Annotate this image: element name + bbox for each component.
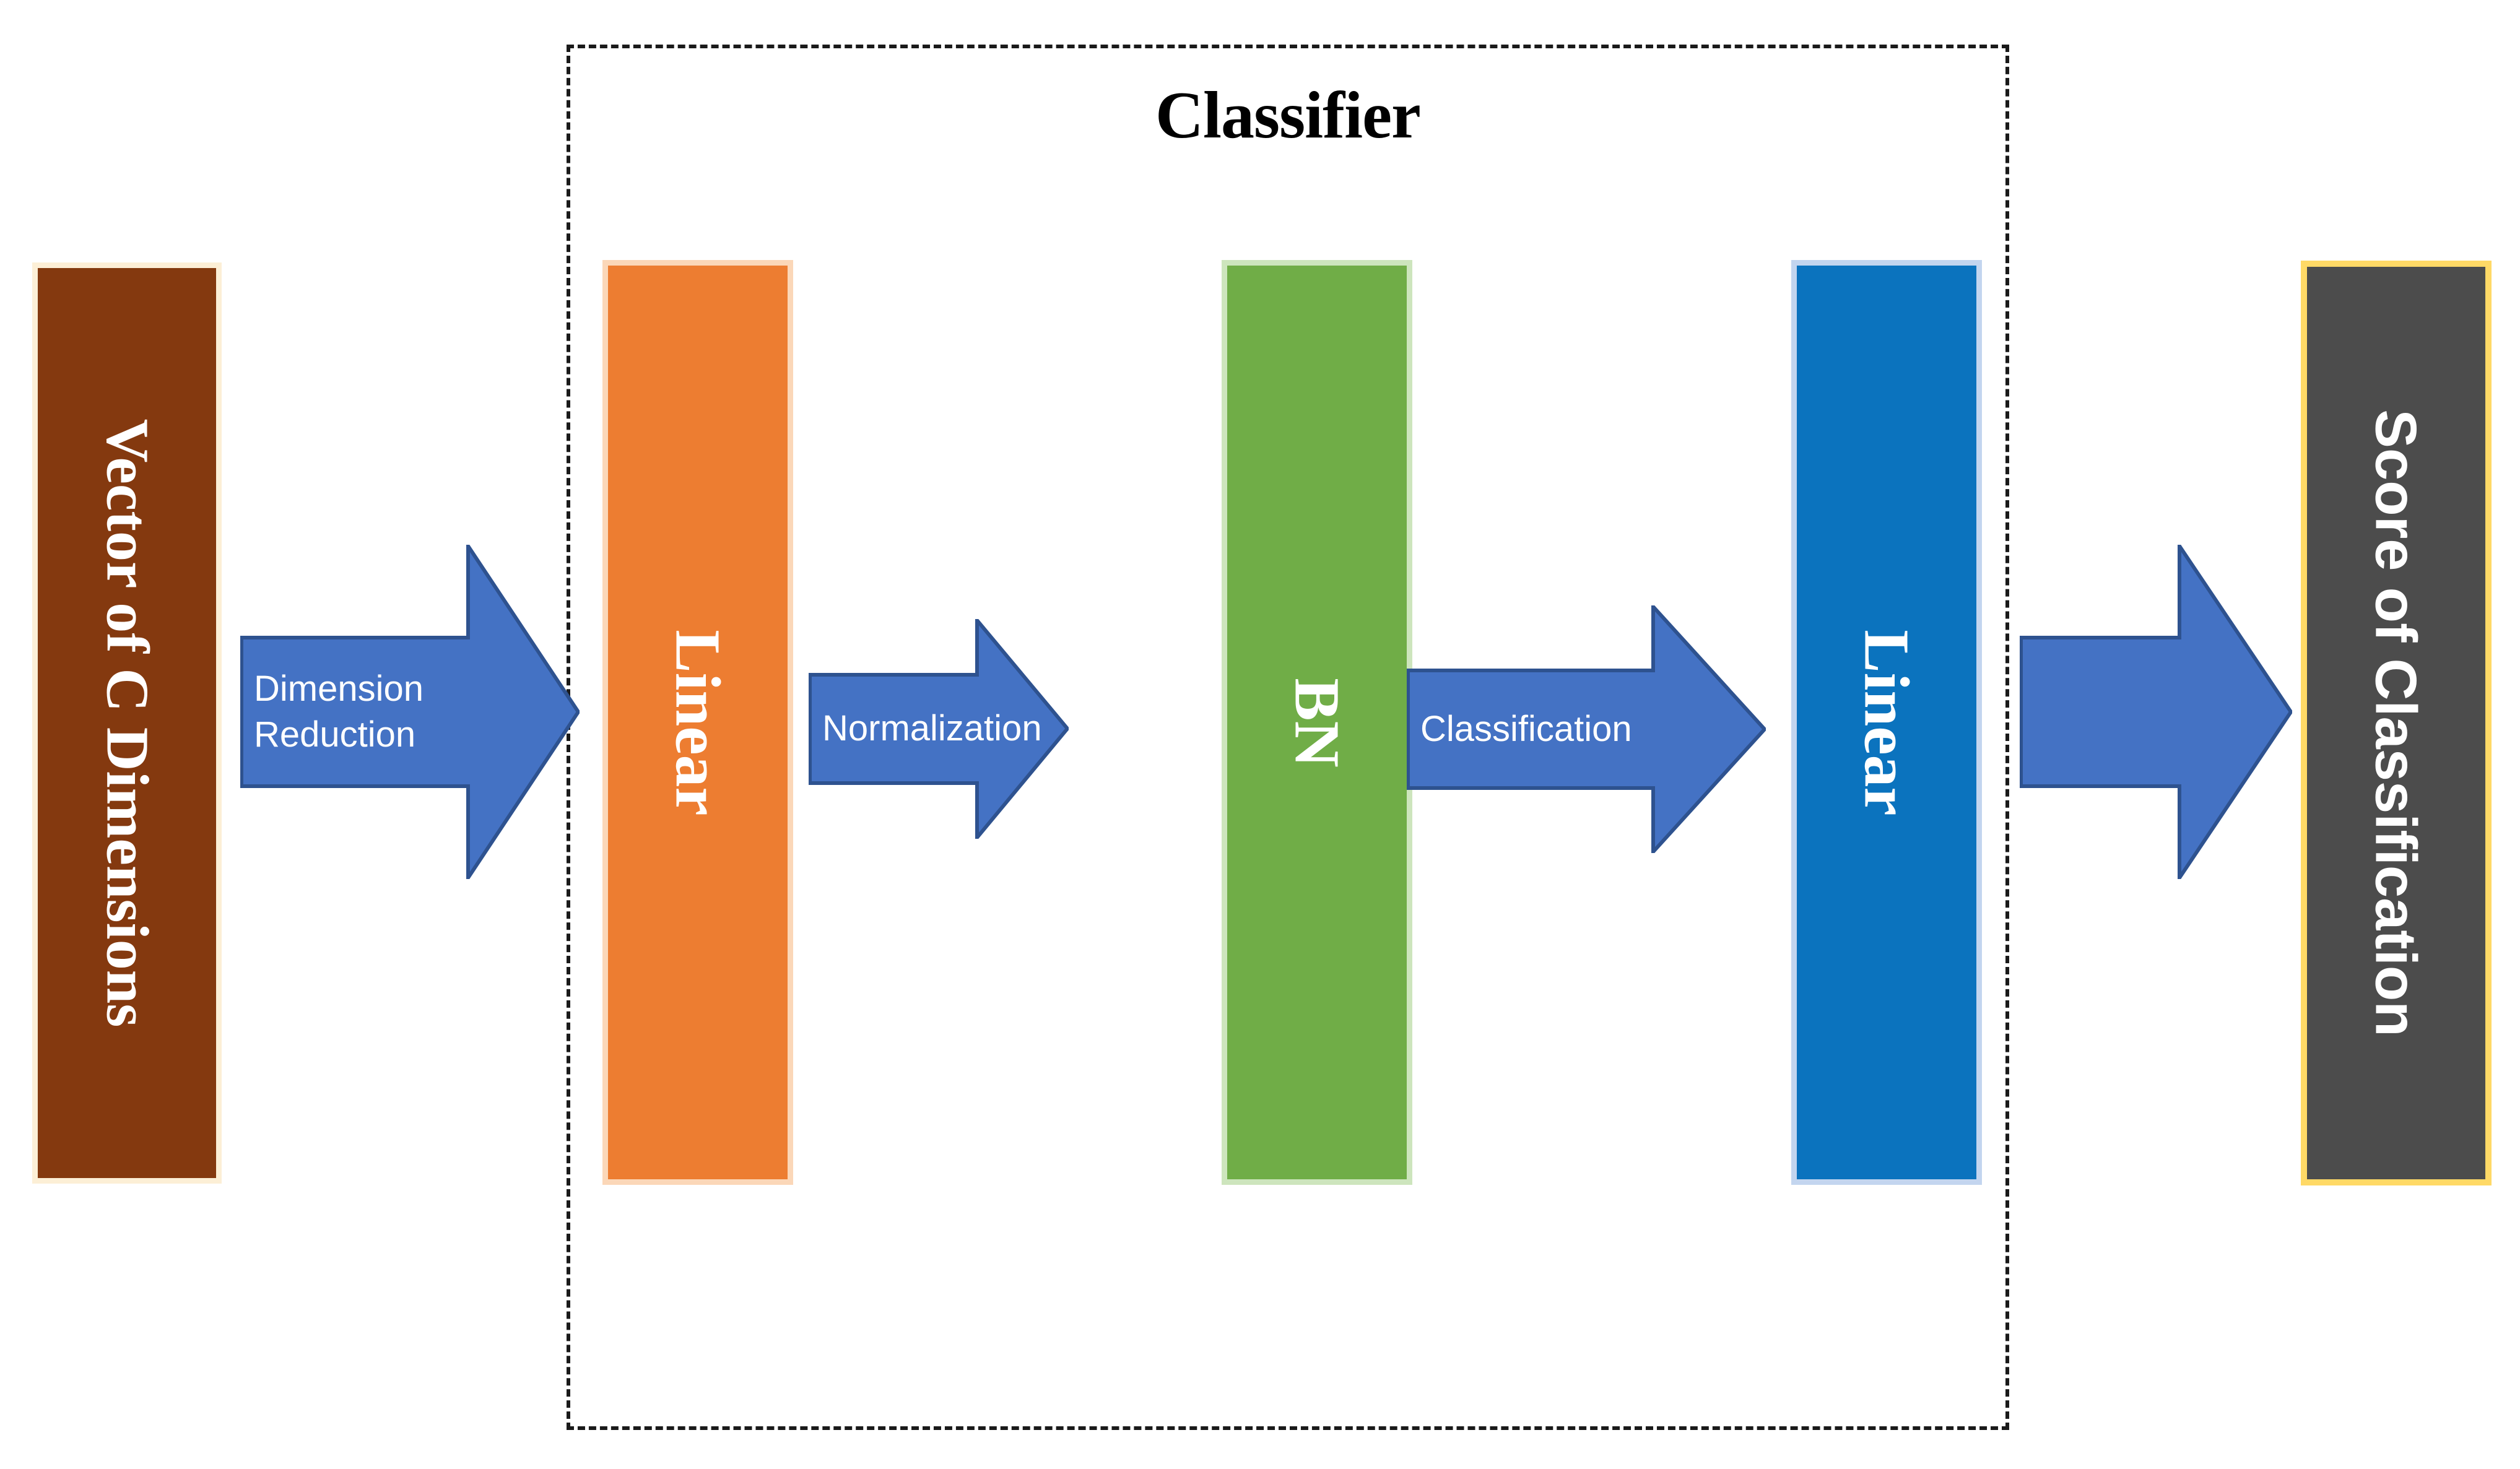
classifier-title: Classifier	[1155, 79, 1421, 152]
box-linear-second-label: Linear	[1851, 629, 1923, 816]
box-linear-first-label: Linear	[662, 629, 734, 816]
box-batch-norm-label: BN	[1281, 677, 1353, 768]
arrow-normalization-label: Normalization	[822, 708, 1042, 749]
box-linear-first[interactable]: Linear	[602, 260, 793, 1185]
box-input-vector-label: Vector of C Dimensions	[93, 418, 160, 1028]
right-arrow-icon	[809, 619, 1069, 839]
right-arrow-icon	[240, 545, 580, 879]
classifier-group-region	[567, 45, 2009, 1430]
right-arrow-icon	[1407, 605, 1766, 853]
box-input-vector[interactable]: Vector of C Dimensions	[32, 262, 222, 1184]
arrow-classification[interactable]: Classification	[1407, 605, 1766, 853]
box-output-score[interactable]: Score of Classification	[2301, 261, 2492, 1185]
arrow-dimension-reduction-label: Dimension Reduction	[254, 668, 424, 755]
right-arrow-icon	[2020, 545, 2292, 879]
box-batch-norm[interactable]: BN	[1222, 260, 1412, 1185]
arrow-normalization[interactable]: Normalization	[809, 619, 1069, 839]
arrow-to-output[interactable]	[2020, 545, 2292, 879]
arrow-classification-label: Classification	[1420, 708, 1632, 749]
arrow-dimension-reduction[interactable]: Dimension Reduction	[240, 545, 580, 879]
box-output-score-label: Score of Classification	[2364, 409, 2429, 1037]
box-linear-second[interactable]: Linear	[1791, 260, 1982, 1185]
